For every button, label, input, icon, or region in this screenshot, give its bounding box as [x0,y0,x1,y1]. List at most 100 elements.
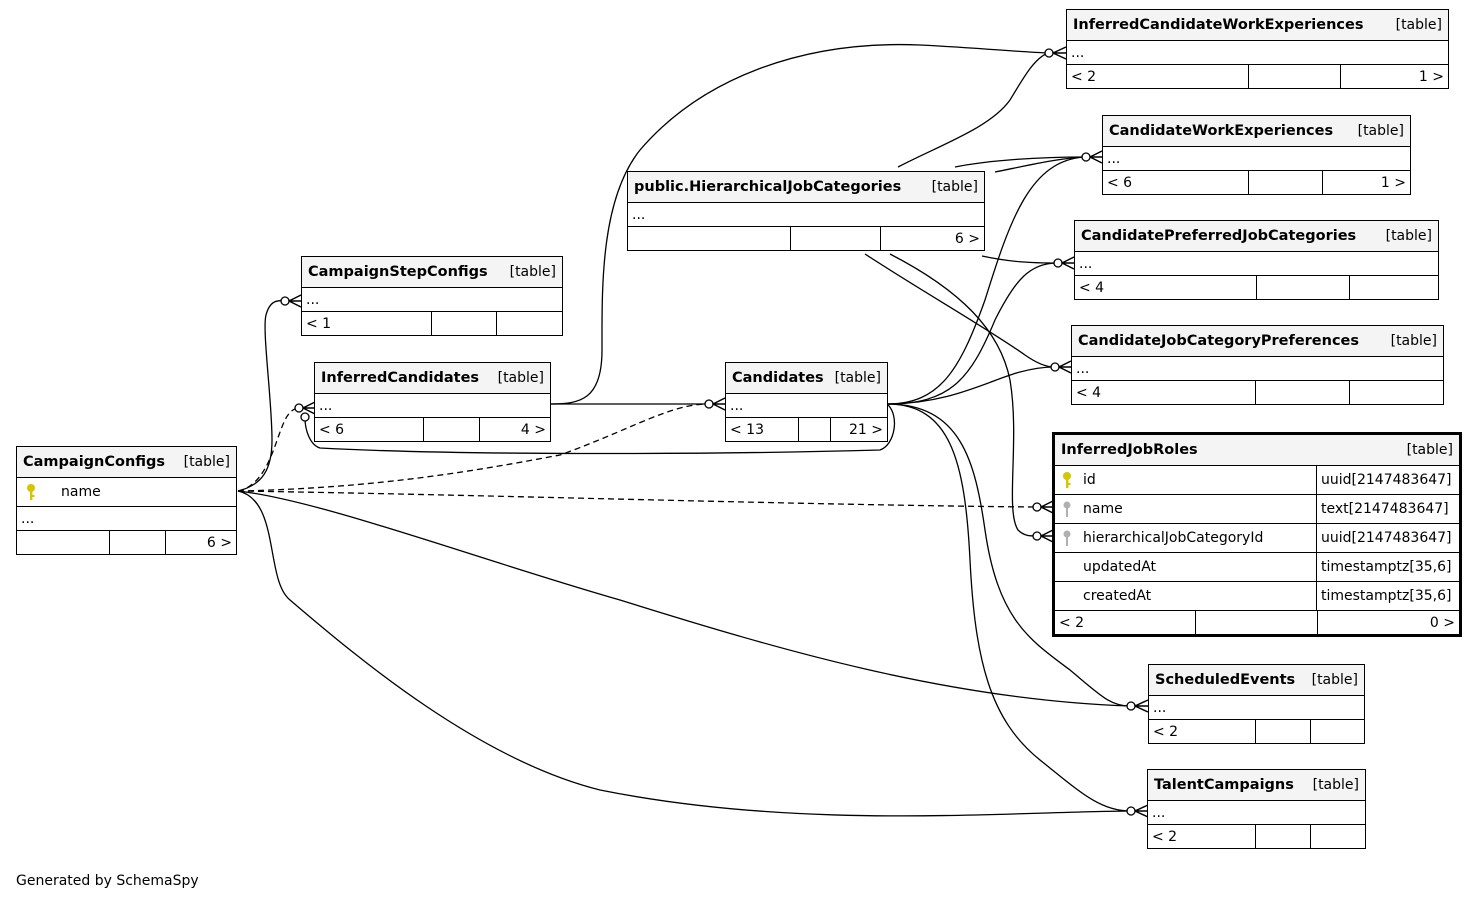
table-candidates[interactable]: Candidates[table] ... < 13 21 > [725,362,888,442]
cardinality-marker [1126,701,1136,711]
cardinality-marker [280,296,290,306]
cardinality-marker [294,403,304,413]
column-type: timestamptz[35,6] [1321,559,1452,575]
table-kind: [table] [509,264,556,280]
columns-ellipsis: ... [302,287,562,311]
cardinality-marker [1032,531,1042,541]
edge-campaignconfigs-inferredjobroles [237,490,1037,508]
table-footer: 6 > [17,530,236,554]
rows-count [1255,720,1310,743]
cardinality-marker [1032,502,1042,512]
table-inferredcandidates[interactable]: InferredCandidates[table] ... < 6 4 > [314,362,551,442]
edge-candidates-talentcampaigns [886,403,1131,812]
generated-by-note: Generated by SchemaSpy [16,873,199,889]
table-kind: [table] [834,370,881,386]
edge-candidates-inferredcandidates [304,403,896,455]
table-kind: [table] [1311,672,1358,688]
table-inferredjobroles[interactable]: InferredJobRoles[table] id uuid[21474836… [1052,432,1462,637]
table-candidateworkexperiences[interactable]: CandidateWorkExperiences[table] ... < 6 … [1102,115,1411,195]
table-footer: < 6 1 > [1103,170,1410,194]
crows-foot [1040,500,1054,514]
crows-foot [1089,150,1103,164]
table-campaignconfigs[interactable]: CampaignConfigs[table] name ... 6 > [16,446,237,555]
parents-count [17,531,109,554]
table-header: CandidatePreferredJobCategories[table] [1075,221,1438,251]
children-count [496,312,562,335]
table-name: InferredCandidates [321,370,480,386]
children-count[interactable]: 1 > [1340,65,1448,88]
table-header: TalentCampaigns [table] [1148,770,1365,800]
table-kind: [table] [1312,777,1359,793]
children-count[interactable]: 6 > [880,227,984,250]
children-count[interactable]: 1 > [1322,171,1410,194]
rows-count [423,418,479,441]
table-candidatejobcategorypreferences[interactable]: CandidateJobCategoryPreferences [table] .… [1071,325,1444,405]
table-name: CandidateJobCategoryPreferences [1078,333,1360,349]
table-name: Candidates [732,370,824,386]
crows-foot [1052,46,1067,60]
rows-count [1256,276,1349,299]
column-name: name [1083,501,1123,517]
table-candidatepreferredjobcategories[interactable]: CandidatePreferredJobCategories[table] .… [1074,220,1439,300]
parents-count[interactable]: < 6 [1107,174,1133,191]
cardinality-marker [704,399,714,409]
table-hierarchicaljobcategories[interactable]: public.HierarchicalJobCategories[table] … [627,171,985,251]
table-header: CandidateJobCategoryPreferences [table] [1072,326,1443,356]
rows-count [1248,171,1322,194]
column-name: hierarchicalJobCategoryId [1083,530,1264,546]
crows-foot [1061,256,1075,270]
children-count[interactable]: 21 > [830,418,887,441]
table-name: CampaignConfigs [23,454,166,470]
parents-count[interactable]: < 2 [1071,68,1097,85]
table-footer: < 4 [1075,275,1438,299]
children-count [1349,381,1443,404]
table-footer: < 2 1 > [1067,64,1448,88]
table-footer: 6 > [628,226,984,250]
table-name: InferredCandidateWorkExperiences [1073,17,1364,33]
children-count[interactable]: 4 > [479,418,550,441]
rows-count [1195,611,1317,634]
columns-ellipsis: ... [17,506,236,530]
table-kind: [table] [1406,442,1453,458]
column-row-name: name text[2147483647] [1055,494,1459,523]
edge-hier-inferredworkexp [897,52,1049,168]
cardinality-marker [1044,48,1054,58]
children-count [1349,276,1438,299]
parents-count[interactable]: < 4 [1076,384,1102,401]
parents-count[interactable]: < 2 [1152,828,1178,845]
edge-hier-candprefjobcat [981,255,1058,264]
table-header: InferredJobRoles[table] [1055,435,1459,465]
table-header: ScheduledEvents[table] [1149,665,1364,695]
parents-count[interactable]: < 6 [319,421,345,438]
table-kind: [table] [1390,333,1437,349]
column-row-updatedat: updatedAt timestamptz[35,6] [1055,552,1459,581]
table-talentcampaigns[interactable]: TalentCampaigns[table] ... < 2 [1147,769,1366,849]
table-kind: [table] [497,370,544,386]
parents-count[interactable]: < 13 [730,421,764,438]
table-kind: [table] [1395,17,1442,33]
column-name: updatedAt [1083,559,1157,575]
columns-ellipsis: ... [1072,356,1443,380]
parents-count[interactable]: < 1 [306,315,332,332]
primary-key-icon [1061,471,1083,489]
edge-campaignconfigs-campaignstepconfigs [237,300,286,492]
parents-count[interactable]: < 2 [1059,614,1085,631]
children-count[interactable]: 6 > [165,531,236,554]
table-scheduledevents[interactable]: ScheduledEvents[table] ... < 2 [1148,664,1365,744]
column-row: name [17,477,236,506]
primary-key-icon [25,483,61,501]
column-name: id [1083,472,1096,488]
table-kind: [table] [1385,228,1432,244]
parents-count[interactable]: < 2 [1153,723,1179,740]
columns-ellipsis: ... [1103,146,1410,170]
table-inferredcandidateworkexperiences[interactable]: InferredCandidateWorkExperiences[table] … [1066,9,1449,89]
parents-count[interactable]: < 4 [1079,279,1105,296]
edge-campaignconfigs-inferredcandidates [237,407,301,492]
table-campaignstepconfigs[interactable]: CampaignStepConfigs[table] ... < 1 [301,256,563,336]
edge-candidates-candjobcatpref [886,366,1055,405]
cardinality-marker [1081,152,1091,162]
table-name: TalentCampaigns [1154,777,1294,793]
parents-count [628,227,790,250]
table-header: Candidates [table] [726,363,887,393]
